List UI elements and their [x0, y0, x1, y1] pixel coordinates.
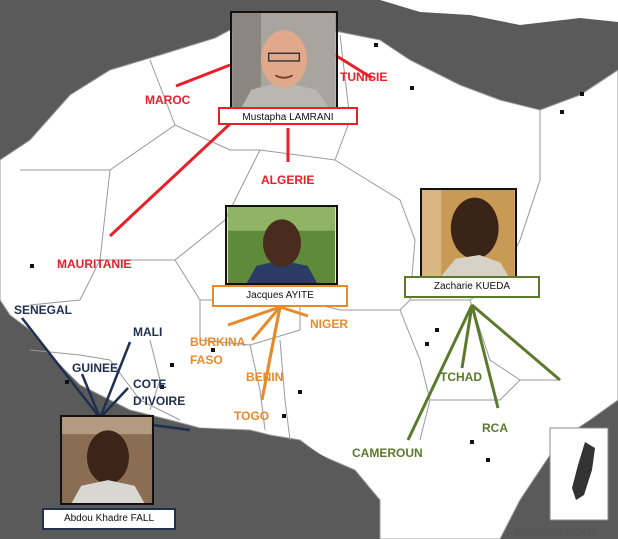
ayite-name: Jacques AYITE: [212, 285, 348, 307]
gulf-of-guinea: [120, 428, 370, 539]
fall-name: Abdou Khadre FALL: [42, 508, 176, 530]
label-tchad: TCHAD: [440, 370, 482, 384]
kueda-name: Zacharie KUEDA: [404, 276, 540, 298]
label-benin: BENIN: [246, 370, 283, 384]
kueda-photo: [420, 188, 517, 278]
country-borders: [20, 34, 560, 441]
label-togo: TOGO: [234, 409, 269, 423]
portrait-image: [232, 13, 336, 107]
label-madagascar: MADAGASCAR: [515, 527, 596, 539]
label-guinee: GUINEE: [72, 361, 118, 375]
label-burkina-line1: BURKINA: [190, 335, 246, 349]
label-cote-divoire-line1: COTE: [133, 377, 166, 391]
label-niger: NIGER: [310, 317, 348, 331]
label-algerie: ALGERIE: [261, 173, 314, 187]
madagascar-island: [572, 442, 595, 500]
label-senegal: SENEGAL: [14, 303, 72, 317]
ayite-photo: [225, 205, 338, 285]
label-maroc: MAROC: [145, 93, 191, 107]
label-cameroun: CAMEROUN: [352, 446, 423, 460]
label-burkina-line2: FASO: [190, 353, 223, 367]
portrait-image: [422, 190, 515, 276]
portrait-image: [62, 417, 152, 503]
europe-strip: [380, 0, 618, 25]
label-mali: MALI: [133, 325, 162, 339]
label-rca: RCA: [482, 421, 508, 435]
city-dots: [30, 43, 584, 462]
label-cote-divoire-line2: D'IVOIRE: [133, 394, 185, 408]
label-mauritanie: MAURITANIE: [57, 257, 131, 271]
lamrani-links: [108, 53, 373, 238]
ayite-links: [227, 305, 309, 401]
portrait-image: [227, 207, 336, 283]
label-tunisie: TUNISIE: [340, 70, 387, 84]
lamrani-name: Mustapha LAMRANI: [218, 107, 358, 125]
kueda-links: [406, 303, 561, 441]
lamrani-photo: [230, 11, 338, 109]
fall-photo: [60, 415, 154, 505]
